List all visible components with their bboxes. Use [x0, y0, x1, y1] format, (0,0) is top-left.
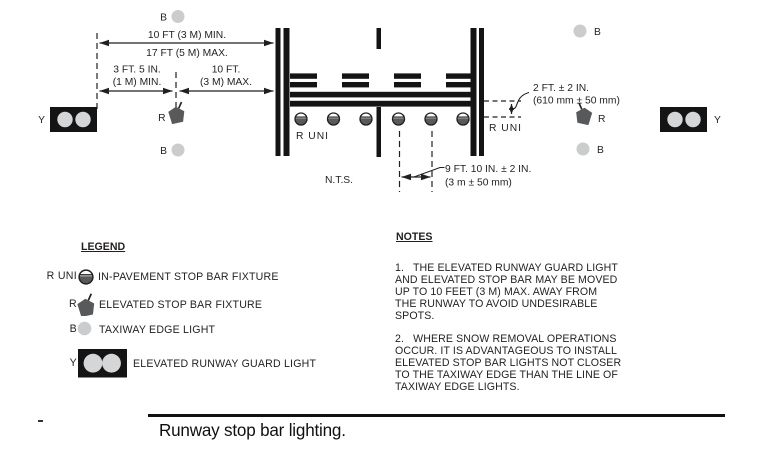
elevated-runway-guard-light-left	[50, 107, 97, 132]
legend-label-runway-guard-light: ELEVATED RUNWAY GUARD LIGHT	[133, 358, 317, 370]
dimension-guide-lines	[96, 33, 521, 192]
dim-top-max: 17 FT (5 M) MAX.	[146, 48, 228, 59]
r-uni-label-right: R UNI	[489, 123, 522, 134]
legend-symbol-r-uni: R UNI	[46, 270, 77, 282]
taxiway-edge-light	[171, 10, 185, 23]
r-label-right: R	[598, 114, 605, 125]
b-label-bottom-right: B	[597, 145, 604, 156]
taxiway-edge-light	[573, 24, 587, 38]
elevated-stop-bar-fixture-icon	[76, 292, 96, 316]
stop-bar-diagram: 10 FT (3 M) MIN. 17 FT (5 M) MAX. 3 FT. …	[38, 10, 721, 192]
b-label-top-left: B	[160, 13, 167, 24]
figure-caption: Runway stop bar lighting.	[159, 420, 346, 440]
note-2-line: OCCUR. IT IS ADVANTAGEOUS TO INSTALL	[395, 345, 617, 357]
in-pavement-fixture	[328, 113, 340, 125]
nts-label: N.T.S.	[325, 175, 353, 186]
note-2-line: TO THE TAXIWAY EDGE THAN THE LINE OF	[395, 369, 618, 381]
runway-holding-position-marking	[290, 73, 471, 107]
dim-offset-line2: (610 mm ± 50 mm)	[533, 96, 620, 107]
in-pavement-fixture	[295, 113, 307, 125]
margin-dash	[38, 420, 43, 422]
legend-label-elevated-stop-bar: ELEVATED STOP BAR FIXTURE	[99, 299, 263, 311]
note-2-line: TAXIWAY EDGE LIGHTS.	[395, 381, 520, 393]
legend-symbol-y: Y	[69, 357, 77, 369]
taxiway-edge-light	[171, 143, 185, 157]
dim-spacing-line2: (3 m ± 50 mm)	[445, 178, 512, 189]
note-2-line: ELEVATED STOP BAR LIGHTS NOT CLOSER	[395, 357, 622, 369]
in-pavement-fixture	[457, 113, 469, 125]
legend-symbol-b: B	[69, 323, 77, 335]
dim-right-max-line1: 10 FT.	[212, 65, 241, 76]
in-pavement-fixture	[360, 113, 372, 125]
in-pavement-fixture	[393, 113, 405, 125]
taxiway-edge-lines	[275, 28, 484, 156]
taxiway-edge-light	[576, 142, 590, 156]
note-1-line: 1. THE ELEVATED RUNWAY GUARD LIGHT	[395, 262, 618, 274]
y-label-left: Y	[38, 115, 45, 126]
caption-rule	[148, 414, 725, 418]
elevated-runway-guard-light-icon	[78, 349, 127, 378]
note-1-line: THE RUNWAY TO AVOID UNDESIRABLE	[395, 298, 598, 310]
legend-title: LEGEND	[81, 241, 126, 253]
note-2: 2. WHERE SNOW REMOVAL OPERATIONS OCCUR. …	[395, 333, 685, 393]
legend-label-in-pavement: IN-PAVEMENT STOP BAR FIXTURE	[98, 271, 279, 283]
note-1-line: AND ELEVATED STOP BAR MAY BE MOVED	[395, 274, 618, 286]
in-pavement-stop-bar-fixture-icon	[77, 268, 95, 286]
elevated-runway-guard-light-right	[660, 107, 707, 132]
note-1-line: SPOTS.	[395, 310, 435, 322]
dimension-leader-lines	[413, 91, 530, 178]
dim-right-max-line2: (3 M) MAX.	[200, 77, 252, 88]
in-pavement-stop-bar-fixtures	[295, 113, 469, 125]
note-2-line: 2. WHERE SNOW REMOVAL OPERATIONS	[395, 333, 617, 345]
note-1-line: UP TO 10 FEET (3 M) MAX. AWAY FROM	[395, 286, 598, 298]
in-pavement-fixture	[425, 113, 437, 125]
taxiway-edge-light-icon	[77, 321, 92, 336]
dim-spacing-line1: 9 FT. 10 IN. ± 2 IN.	[445, 164, 531, 175]
b-label-top-right: B	[594, 27, 601, 38]
notes-title: NOTES	[396, 231, 433, 243]
taxiway-centerline-dashes	[376, 28, 381, 157]
r-uni-label-left: R UNI	[296, 131, 329, 142]
taxiway-edge-lights	[171, 10, 590, 157]
legend-label-taxiway-edge-light: TAXIWAY EDGE LIGHT	[99, 324, 216, 336]
dim-left-min-line1: 3 FT. 5 IN.	[113, 65, 161, 76]
dim-top-min: 10 FT (3 M) MIN.	[148, 30, 226, 41]
b-label-bottom-left: B	[160, 146, 167, 157]
legend-symbol-r: R	[69, 298, 77, 310]
r-label-left: R	[158, 113, 165, 124]
dim-offset-line1: 2 FT. ± 2 IN.	[533, 83, 589, 94]
y-label-right: Y	[714, 115, 721, 126]
note-1: 1. THE ELEVATED RUNWAY GUARD LIGHT AND E…	[395, 262, 685, 322]
dimension-arrows	[99, 39, 515, 181]
dim-left-min-line2: (1 M) MIN.	[113, 77, 162, 88]
